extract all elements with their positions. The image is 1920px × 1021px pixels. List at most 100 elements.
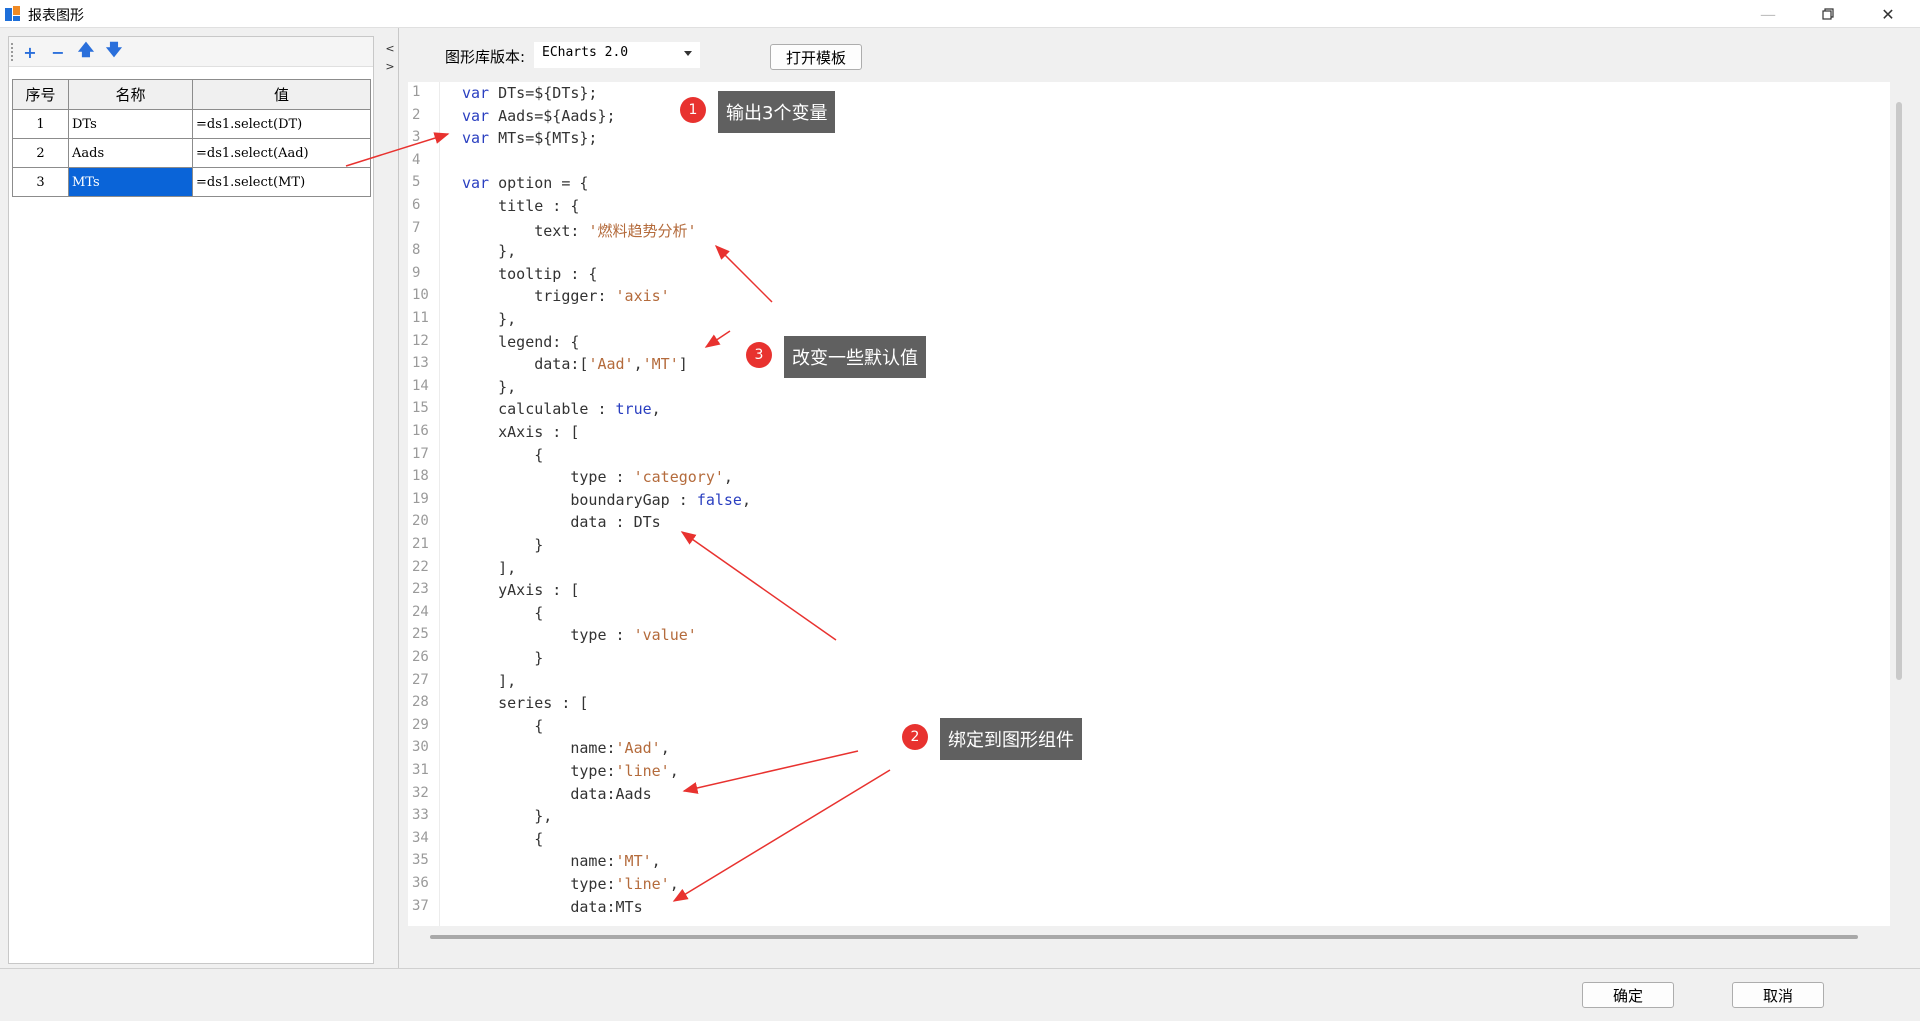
- table-row[interactable]: 1 DTs =ds1.select(DT): [12, 109, 371, 139]
- code-text: },: [462, 310, 517, 328]
- code-text: ,: [669, 875, 679, 893]
- code-line[interactable]: type:'line',: [462, 875, 679, 893]
- code-line[interactable]: data:['Aad','MT']: [462, 355, 688, 373]
- chart-library-select[interactable]: ECharts 2.0: [534, 42, 700, 68]
- code-text: ]: [678, 355, 688, 374]
- code-line[interactable]: var MTs=${MTs};: [462, 129, 597, 147]
- table-row-selected[interactable]: 3 MTs =ds1.select(MT): [12, 167, 371, 197]
- code-text: data:[: [462, 355, 589, 374]
- code-line[interactable]: data:MTs: [462, 897, 643, 916]
- vertical-scrollbar[interactable]: [1896, 102, 1902, 680]
- variables-panel: + − 🡅 🡇 序号 名称 值 1 DTs =ds1.select(DT) 2 …: [8, 36, 374, 964]
- minimize-icon[interactable]: —: [1760, 4, 1776, 24]
- line-number: 34: [412, 829, 429, 846]
- add-icon[interactable]: +: [23, 42, 37, 62]
- code-line[interactable]: data : DTs: [462, 513, 661, 532]
- code-line[interactable]: {: [462, 604, 543, 622]
- code-text: },: [462, 807, 553, 826]
- code-line[interactable]: text: '燃料趋势分析': [462, 220, 696, 241]
- row-name[interactable]: MTs: [68, 167, 193, 197]
- code-line[interactable]: legend: {: [462, 333, 579, 351]
- code-text: DTs=${DTs};: [489, 84, 598, 102]
- code-text: calculable :: [462, 400, 616, 419]
- line-number: 23: [412, 581, 429, 598]
- code-text: option = {: [489, 174, 589, 193]
- line-number: 27: [412, 671, 429, 688]
- move-up-icon[interactable]: 🡅: [77, 39, 95, 59]
- code-text: ,: [723, 468, 733, 487]
- line-number: 33: [412, 807, 429, 824]
- row-no[interactable]: 3: [12, 167, 69, 197]
- line-number: 4: [412, 151, 421, 168]
- code-line[interactable]: type:'line',: [462, 762, 678, 780]
- row-no[interactable]: 2: [12, 138, 69, 168]
- remove-icon[interactable]: −: [51, 42, 65, 62]
- code-line[interactable]: title : {: [462, 197, 579, 215]
- code-line[interactable]: var option = {: [462, 174, 588, 192]
- code-text: },: [462, 242, 517, 261]
- code-text: data:MTs: [462, 897, 643, 916]
- row-value[interactable]: =ds1.select(Aad): [192, 138, 371, 168]
- restore-icon[interactable]: [1805, 0, 1851, 28]
- row-name[interactable]: Aads: [68, 138, 193, 168]
- code-line[interactable]: xAxis : [: [462, 423, 579, 441]
- code-line[interactable]: type : 'category',: [462, 468, 733, 486]
- code-text: ,: [660, 739, 670, 758]
- annotation-badge: 2: [902, 724, 928, 750]
- code-line[interactable]: ],: [462, 672, 516, 690]
- code-line[interactable]: },: [462, 310, 516, 328]
- code-line[interactable]: yAxis : [: [462, 581, 579, 599]
- table-row[interactable]: 2 Aads =ds1.select(Aad): [12, 138, 371, 168]
- code-line[interactable]: type : 'value': [462, 626, 696, 644]
- line-number: 20: [412, 513, 429, 530]
- header-no[interactable]: 序号: [12, 79, 69, 110]
- code-line[interactable]: series : [: [462, 694, 588, 712]
- code-line[interactable]: name:'Aad',: [462, 739, 670, 758]
- code-line[interactable]: },: [462, 378, 516, 396]
- code-text: data : DTs: [462, 513, 661, 532]
- open-template-button[interactable]: 打开模板: [770, 44, 862, 70]
- code-line[interactable]: boundaryGap : false,: [462, 491, 751, 509]
- horizontal-scrollbar[interactable]: [430, 935, 1858, 939]
- line-number: 11: [412, 310, 429, 326]
- code-string: 'axis': [615, 287, 670, 306]
- code-line[interactable]: var Aads=${Aads};: [462, 107, 616, 125]
- close-icon[interactable]: ✕: [1881, 4, 1895, 24]
- row-no[interactable]: 1: [12, 109, 69, 139]
- row-value[interactable]: =ds1.select(MT): [192, 167, 371, 197]
- code-line[interactable]: ],: [462, 559, 516, 577]
- code-line[interactable]: var DTs=${DTs};: [462, 84, 597, 102]
- code-line[interactable]: trigger: 'axis': [462, 287, 670, 306]
- row-value[interactable]: =ds1.select(DT): [192, 109, 371, 139]
- ok-button[interactable]: 确定: [1582, 982, 1674, 1008]
- code-line[interactable]: name:'MT',: [462, 852, 660, 870]
- code-line[interactable]: {: [462, 446, 543, 464]
- code-line[interactable]: {: [462, 830, 543, 848]
- code-text: series : [: [462, 694, 589, 713]
- code-line[interactable]: tooltip : {: [462, 265, 597, 283]
- expand-right-icon[interactable]: >: [385, 60, 395, 73]
- code-text: {: [462, 445, 544, 464]
- code-line[interactable]: }: [462, 649, 543, 667]
- code-line[interactable]: calculable : true,: [462, 400, 661, 418]
- code-text: ,: [633, 355, 643, 374]
- annotation-badge: 3: [746, 342, 772, 368]
- collapse-left-icon[interactable]: <: [385, 42, 395, 55]
- move-down-icon[interactable]: 🡇: [105, 39, 123, 59]
- code-line[interactable]: data:Aads: [462, 785, 651, 803]
- row-name[interactable]: DTs: [68, 109, 193, 139]
- code-line[interactable]: },: [462, 242, 516, 260]
- header-name[interactable]: 名称: [68, 79, 193, 110]
- line-number: 18: [412, 468, 429, 485]
- cancel-button[interactable]: 取消: [1732, 982, 1824, 1008]
- header-value[interactable]: 值: [192, 79, 371, 110]
- code-line[interactable]: }: [462, 536, 543, 554]
- report-app-icon: [5, 6, 20, 21]
- panel-splitter[interactable]: < >: [382, 36, 398, 966]
- code-line[interactable]: },: [462, 807, 552, 825]
- code-line[interactable]: {: [462, 717, 543, 735]
- line-number: 29: [412, 716, 429, 733]
- code-text: {: [462, 716, 544, 735]
- line-number: 14: [412, 377, 429, 394]
